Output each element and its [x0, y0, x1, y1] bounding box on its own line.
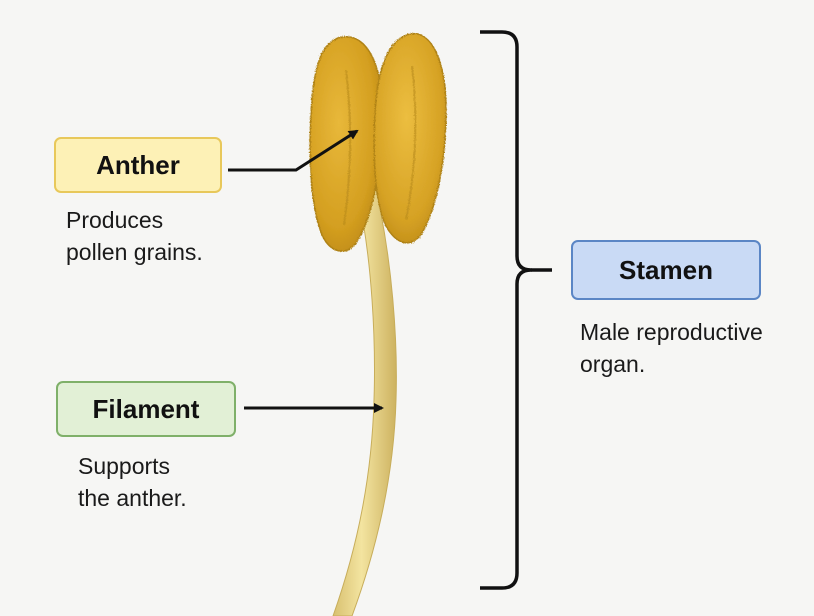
- stamen-bracket: [480, 32, 531, 588]
- stamen-label-box: Stamen: [571, 240, 761, 300]
- filament-title: Filament: [93, 394, 200, 425]
- filament-desc-line2: the anther.: [78, 482, 187, 514]
- anther-desc-line1: Produces: [66, 204, 203, 236]
- stamen-desc-line2: organ.: [580, 348, 763, 380]
- filament-description: Supports the anther.: [78, 450, 187, 514]
- anther-title: Anther: [96, 150, 180, 181]
- stamen-description: Male reproductive organ.: [580, 316, 763, 380]
- anther-lobe-right: [374, 34, 446, 243]
- stamen-title: Stamen: [619, 255, 713, 286]
- filament-stalk: [333, 190, 396, 616]
- filament-desc-line1: Supports: [78, 450, 187, 482]
- stamen-desc-line1: Male reproductive: [580, 316, 763, 348]
- anther-label-box: Anther: [54, 137, 222, 193]
- anther-description: Produces pollen grains.: [66, 204, 203, 268]
- anther-desc-line2: pollen grains.: [66, 236, 203, 268]
- filament-label-box: Filament: [56, 381, 236, 437]
